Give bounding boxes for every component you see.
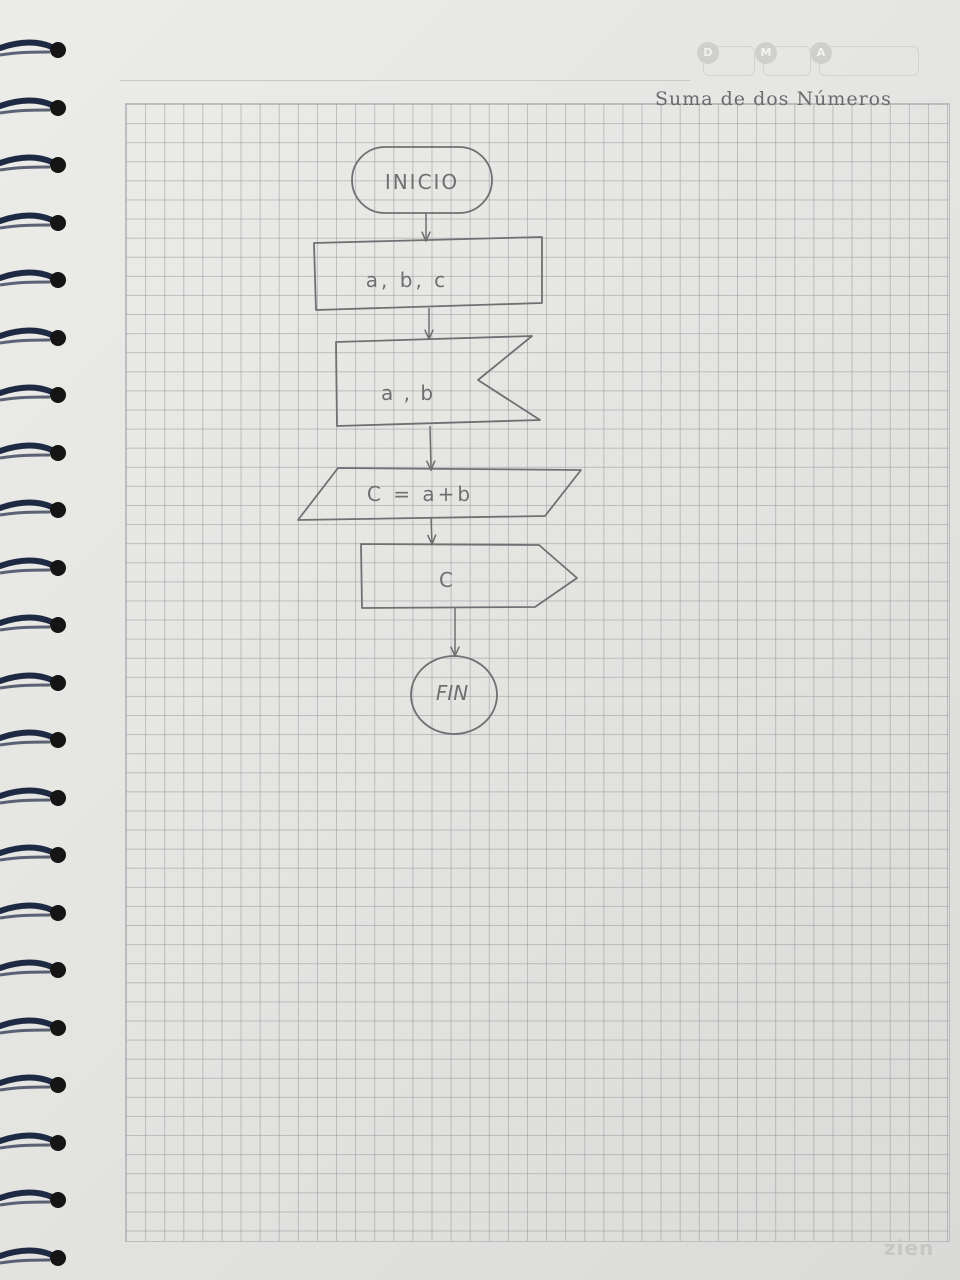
spiral-coil	[0, 1074, 66, 1093]
spiral-coil	[0, 384, 66, 403]
declare-label: a, b, c	[366, 268, 448, 292]
spiral-coil	[0, 787, 66, 806]
header-rule	[120, 80, 690, 81]
spiral-coil	[0, 557, 66, 576]
spiral-coil	[0, 672, 66, 691]
page-title: Suma de dos Números	[655, 88, 892, 110]
year-label: A	[810, 42, 832, 64]
start-label: INICIO	[385, 170, 459, 194]
spiral-coil	[0, 97, 66, 116]
spiral-coil	[0, 729, 66, 748]
spiral-coil	[0, 212, 66, 231]
edge-process-output	[431, 517, 432, 543]
declare-rectangle	[313, 236, 543, 311]
spiral-coil	[0, 959, 66, 978]
spiral-coil	[0, 1247, 66, 1266]
output-display	[360, 543, 578, 609]
spiral-coil	[0, 1017, 66, 1036]
output-label: C	[439, 568, 453, 592]
start-terminator	[351, 146, 493, 214]
graph-paper-grid	[125, 103, 950, 1242]
process-label: C = a+b	[367, 482, 473, 506]
spiral-coil	[0, 154, 66, 173]
process-parallelogram	[297, 467, 582, 521]
spiral-coil	[0, 269, 66, 288]
date-boxes: D M A	[695, 42, 920, 78]
input-label: a , b	[381, 381, 435, 405]
spiral-coil	[0, 844, 66, 863]
brand-logo-text: zien	[884, 1236, 935, 1260]
end-label: FIN	[436, 681, 468, 705]
spiral-coil	[0, 39, 66, 58]
spiral-coil	[0, 1189, 66, 1208]
input-flag	[335, 335, 541, 427]
spiral-coil	[0, 1132, 66, 1151]
spiral-coil	[0, 442, 66, 461]
spiral-coil	[0, 499, 66, 518]
month-label: M	[755, 42, 777, 64]
spiral-binding	[0, 0, 80, 1280]
spiral-coil	[0, 614, 66, 633]
spiral-coil	[0, 902, 66, 921]
spiral-coil	[0, 327, 66, 346]
edge-input-process	[430, 425, 431, 469]
day-label: D	[697, 42, 719, 64]
